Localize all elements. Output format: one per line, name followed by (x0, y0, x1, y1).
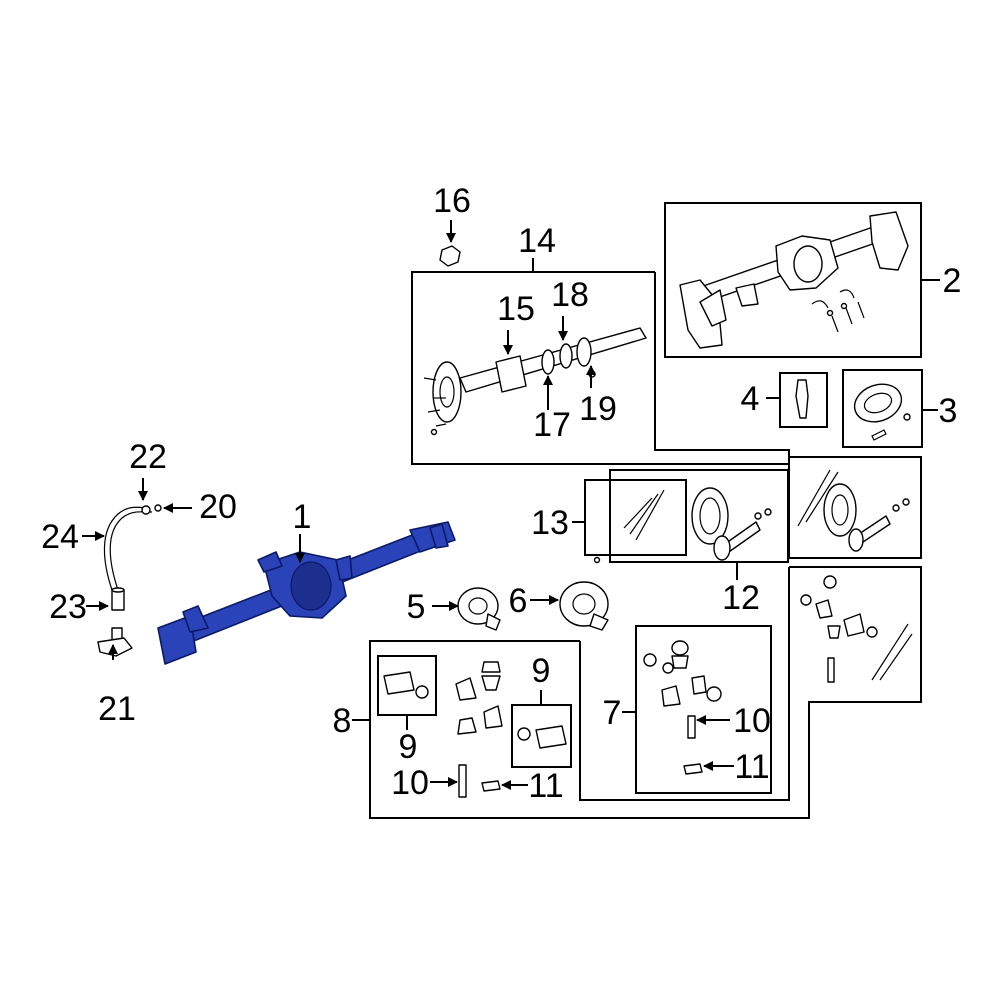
callout-labels: 1 2 3 4 5 6 7 8 9 9 10 11 10 11 12 13 14… (41, 182, 961, 805)
callout-10b: 10 (733, 702, 771, 740)
pin-10a-drawing (458, 764, 467, 798)
callout-12: 12 (722, 579, 760, 617)
callout-6: 6 (509, 582, 528, 620)
ring-pinion-kit-drawing (797, 469, 910, 552)
spider-gears-drawing (455, 661, 503, 735)
axle-housing-highlighted[interactable] (157, 521, 456, 665)
callout-8: 8 (333, 702, 352, 740)
callout-20: 20 (199, 488, 237, 526)
callout-17: 17 (533, 406, 571, 444)
sensor-plug-23-drawing (111, 587, 125, 611)
callout-24: 24 (41, 518, 79, 556)
callout-9a: 9 (399, 728, 418, 766)
callout-14: 14 (518, 222, 556, 260)
callout-15: 15 (497, 290, 535, 328)
diff-gears-7-drawing (643, 640, 722, 775)
differential-case-5-drawing (457, 587, 501, 631)
group-box-diff-gear-kit (369, 566, 922, 819)
lug-nut-drawing (439, 245, 461, 267)
sensor-21-drawing (97, 627, 133, 657)
callout-23: 23 (49, 588, 87, 626)
callout-4: 4 (741, 380, 760, 418)
group-box-13-bolts (584, 479, 687, 556)
diff-gear-kit-drawing (800, 575, 913, 683)
sensor-harness-drawing (103, 504, 162, 591)
callout-18: 18 (551, 276, 589, 314)
axle-shaft-drawing (423, 327, 647, 436)
callout-11b: 11 (734, 748, 769, 786)
callout-19: 19 (579, 390, 617, 428)
group-box-7-diff-gears (635, 625, 772, 794)
callout-10a: 10 (391, 764, 429, 802)
ring-pinion-drawing (691, 487, 772, 561)
callout-21: 21 (98, 690, 136, 728)
group-box-14-axle-shaft (411, 271, 790, 465)
differential-case-6-drawing (559, 581, 609, 631)
group-box-4-sealant (779, 372, 828, 428)
sealant-tube-drawing (795, 379, 809, 419)
differential-cover-drawing (853, 383, 911, 441)
side-gears-9b-drawing (517, 725, 567, 749)
callout-11a: 11 (528, 767, 563, 805)
group-box-3-cover (842, 369, 923, 448)
leader-lines (82, 220, 940, 790)
group-box-ring-pinion-kit (788, 456, 922, 559)
group-box-8-case-gears (579, 567, 790, 801)
pin-11a-drawing (481, 780, 501, 792)
callout-3: 3 (939, 392, 958, 430)
ring-bolts-drawing (593, 489, 665, 564)
callout-2: 2 (943, 262, 962, 300)
callout-7: 7 (603, 694, 622, 732)
callout-1: 1 (293, 498, 312, 536)
callout-16: 16 (433, 182, 471, 220)
callout-9b: 9 (532, 652, 551, 690)
side-gears-9a-drawing (383, 671, 429, 699)
callout-5: 5 (407, 588, 426, 626)
callout-13: 13 (531, 504, 569, 542)
callout-22: 22 (129, 438, 167, 476)
housing-assembly-drawing (679, 211, 909, 349)
